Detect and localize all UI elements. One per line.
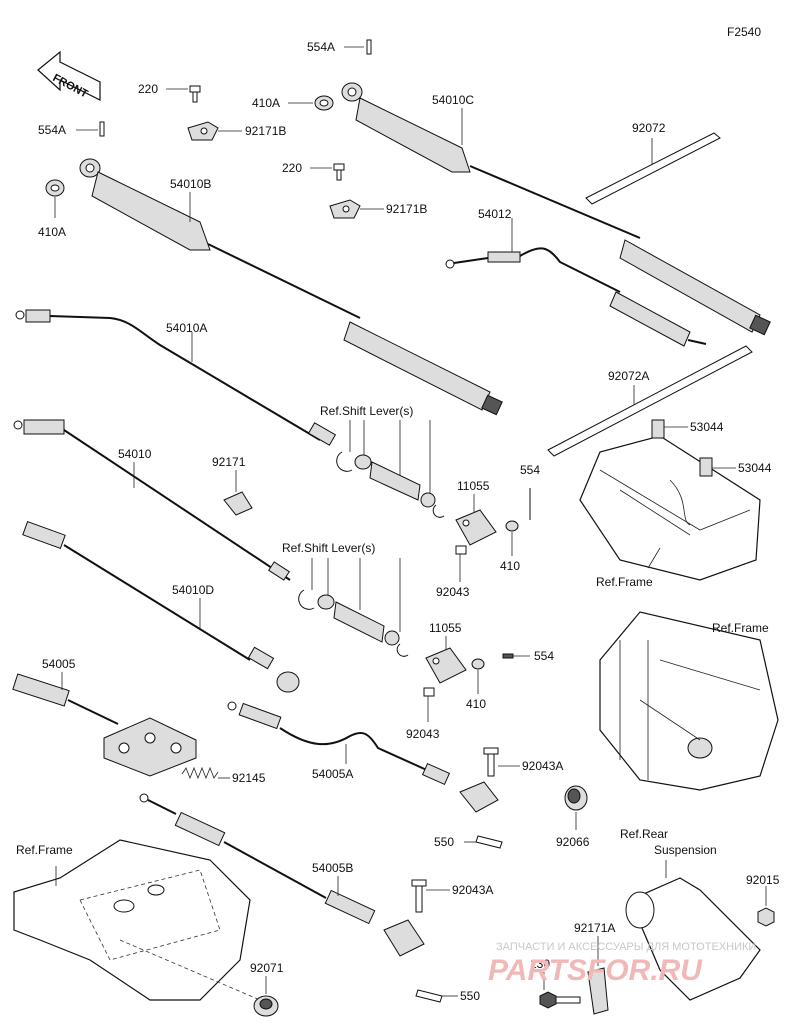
spring-92145 [181,766,230,780]
label-554-b: 554 [534,649,554,663]
frame-section-2 [599,611,779,791]
label-54012: 54012 [478,207,512,221]
label-410A-left: 410A [38,225,66,239]
part-220-b [310,163,345,181]
pin-550-a [464,835,503,849]
label-220-a: 220 [138,82,158,96]
label-92043-a: 92043 [436,585,470,599]
watermark-logo: PARTSFOR.RU [488,954,703,987]
label-554A-left: 554A [38,123,66,137]
label-54010C: 54010C [432,93,474,107]
cable-54012 [445,218,707,347]
clamp-92171A [587,936,609,1015]
label-54005A: 54005A [312,767,353,781]
frame-section-1 [579,419,761,581]
ref-frame-2: Ref.Frame [712,621,769,635]
part-554A-top [344,39,372,55]
watermark-caption: ЗАПЧАСТИ И АКСЕССУАРЫ ДЛЯ МОТОТЕХНИКИ [496,941,756,953]
label-550-b: 550 [460,989,480,1003]
part-92171B-a [187,121,242,141]
label-410A-mid: 410A [252,96,280,110]
part-410A-left [45,179,65,218]
cable-54005 [12,672,197,777]
label-54005B: 54005B [312,861,353,875]
clip-92171 [223,470,253,516]
label-54010D: 54010D [172,583,214,597]
label-54010A: 54010A [166,321,207,335]
nut-92015 [757,886,775,927]
bracket-11055-b [423,636,530,722]
ref-rear-suspension-1: Ref.Rear [620,827,668,841]
shift-parts-2 [298,558,409,657]
label-11055-b: 11055 [429,621,462,635]
label-54005: 54005 [42,657,76,671]
label-54010B: 54010B [170,177,211,191]
label-53044-a: 53044 [690,420,724,434]
cable-54010 [13,419,291,581]
label-92145: 92145 [232,771,266,785]
cap-92066 [564,785,588,830]
label-92171A: 92171A [574,921,615,935]
label-92066: 92066 [556,835,590,849]
label-92043A-a: 92043A [522,759,563,773]
label-54010: 54010 [118,447,152,461]
rear-suspension-section [625,860,761,1001]
label-92072A: 92072A [608,369,649,383]
label-53044-b: 53044 [738,461,772,475]
label-92171: 92171 [212,455,246,469]
label-550-a: 550 [434,835,454,849]
figure-code: F2540 [727,25,761,39]
label-92015: 92015 [746,873,780,887]
frame-section-3 [13,839,261,1001]
label-130: 130 [530,957,550,971]
ref-shift-lever-1: Ref.Shift Lever(s) [320,404,413,418]
ref-shift-lever-2: Ref.Shift Lever(s) [282,541,375,555]
part-554A-left [76,121,105,137]
label-92171B-a: 92171B [245,124,286,138]
ref-rear-suspension-2: Suspension [654,843,717,857]
grommet-92071 [253,976,279,1017]
label-11055-a: 11055 [457,479,490,493]
ref-frame-1: Ref.Frame [596,575,653,589]
cable-54010D [22,520,300,693]
label-220-b: 220 [282,161,302,175]
label-410-a: 410 [500,559,520,573]
label-410-b: 410 [466,697,486,711]
tie-92072A [547,345,753,457]
pin-92043A-b [411,879,450,913]
pin-550-b [415,989,458,1003]
cable-54010C [341,82,771,336]
ref-frame-3: Ref.Frame [16,843,73,857]
part-92171B-b [329,199,384,219]
label-92043A-b: 92043A [452,883,493,897]
label-92043-b: 92043 [406,727,440,741]
cable-54010A [15,309,337,446]
pin-92043A-a [483,747,520,777]
shift-parts-1 [336,420,445,518]
label-92171B-b: 92171B [386,202,427,216]
bolt-130 [539,972,581,1009]
label-554: 554 [520,463,540,477]
tie-92072 [585,132,721,205]
front-arrow-icon: FRONT [37,50,101,101]
label-554A-top: 554A [307,40,335,54]
cable-54010B [79,158,503,416]
part-410A-mid [288,95,334,111]
label-92072: 92072 [632,121,666,135]
cable-54005A [227,701,499,813]
cable-54005B [139,793,425,957]
part-220-a [166,85,201,103]
label-92071: 92071 [250,961,284,975]
bracket-11055-a [455,488,531,582]
